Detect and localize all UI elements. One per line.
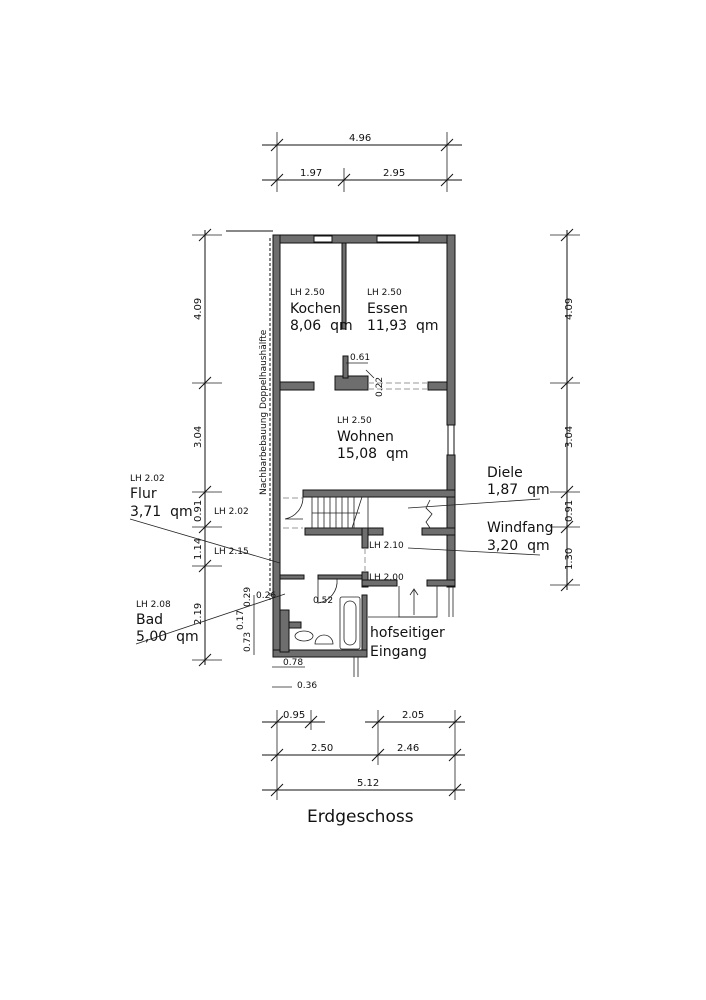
flur-lh: LH 2.02 — [130, 474, 165, 484]
essen-name: Essen — [367, 301, 408, 317]
essen-lh: LH 2.50 — [367, 288, 402, 298]
left-dimension-chain: 4.09 3.04 0.91 1.14 2.19 — [192, 228, 222, 667]
door-bad — [317, 578, 338, 604]
windfang-name: Windfang — [487, 520, 553, 536]
entrance-line2: Eingang — [370, 644, 427, 660]
dim-top-total: 4.96 — [349, 133, 371, 144]
walls — [272, 234, 456, 658]
staircase — [311, 496, 369, 529]
dim-bottom-2-05: 2.05 — [402, 710, 424, 721]
dim-0-17: 0.17 — [236, 610, 246, 630]
dim-right-2: 3.04 — [564, 426, 575, 448]
dim-right-1: 4.09 — [564, 298, 575, 320]
lh-2-00: LH 2.00 — [369, 573, 404, 583]
dim-left-3: 0.91 — [193, 500, 204, 522]
bathtub — [339, 596, 361, 650]
windfang-area: 3,20 qm — [487, 538, 550, 554]
flur-area: 3,71 qm — [130, 504, 193, 520]
flur-name: Flur — [130, 486, 157, 502]
top-dimension-chain: 4.96 1.97 2.95 — [262, 132, 462, 192]
dim-0-36: 0.36 — [297, 681, 317, 691]
kochen-area: 8,06 qm — [290, 318, 353, 334]
toilet — [294, 630, 314, 642]
dim-bottom-total: 5.12 — [357, 778, 379, 789]
dim-bottom-0-95: 0.95 — [283, 710, 305, 721]
bad-lh: LH 2.08 — [136, 600, 171, 610]
diele-name: Diele — [487, 465, 523, 481]
dim-bottom-2-46: 2.46 — [397, 743, 419, 754]
diele-area: 1,87 qm — [487, 482, 550, 498]
sink — [314, 634, 334, 645]
lh-2-10: LH 2.10 — [369, 541, 404, 551]
kochen-name: Kochen — [290, 301, 341, 317]
dim-right-3: 0.91 — [564, 500, 575, 522]
essen-area: 11,93 qm — [367, 318, 439, 334]
dim-0-78: 0.78 — [283, 658, 303, 668]
dim-left-2: 3.04 — [193, 426, 204, 448]
bad-name: Bad — [136, 612, 163, 628]
dim-left-5: 2.19 — [193, 603, 204, 625]
right-dimension-chain: 4.09 3.04 0.91 1.30 — [550, 228, 580, 592]
dim-top-1: 1.97 — [300, 168, 322, 179]
plan-title: Erdgeschoss — [307, 807, 414, 827]
kochen-lh: LH 2.50 — [290, 288, 325, 298]
dim-bottom-2-50: 2.50 — [311, 743, 333, 754]
dim-top-2: 2.95 — [383, 168, 405, 179]
windows — [313, 235, 455, 456]
dim-0-29: 0.29 — [243, 587, 253, 607]
lh-2-02: LH 2.02 — [214, 507, 249, 517]
bottom-dimension-chain: 0.95 2.05 2.50 2.46 5.12 — [262, 710, 465, 800]
bad-area: 5,00 qm — [136, 629, 199, 645]
dim-0-26: 0.26 — [256, 591, 276, 601]
entrance-steps — [353, 586, 454, 677]
dim-right-4: 1.30 — [564, 548, 575, 570]
wohnen-area: 15,08 qm — [337, 446, 409, 462]
dim-0-22: 0.22 — [375, 377, 385, 397]
dim-0-52: 0.52 — [313, 596, 333, 606]
lh-2-15: LH 2.15 — [214, 547, 249, 557]
wohnen-name: Wohnen — [337, 429, 394, 445]
neighbor-label: Nachbarbebauung Doppelhaushälfte — [259, 329, 269, 495]
door-flur — [284, 496, 304, 520]
entrance-line1: hofseitiger — [370, 625, 445, 641]
dim-left-1: 4.09 — [193, 298, 204, 320]
dim-0-73: 0.73 — [243, 632, 253, 652]
dim-0-61: 0.61 — [350, 353, 370, 363]
zigzag-symbol — [425, 499, 433, 529]
wohnen-lh: LH 2.50 — [337, 416, 372, 426]
dim-left-4: 1.14 — [193, 538, 204, 560]
